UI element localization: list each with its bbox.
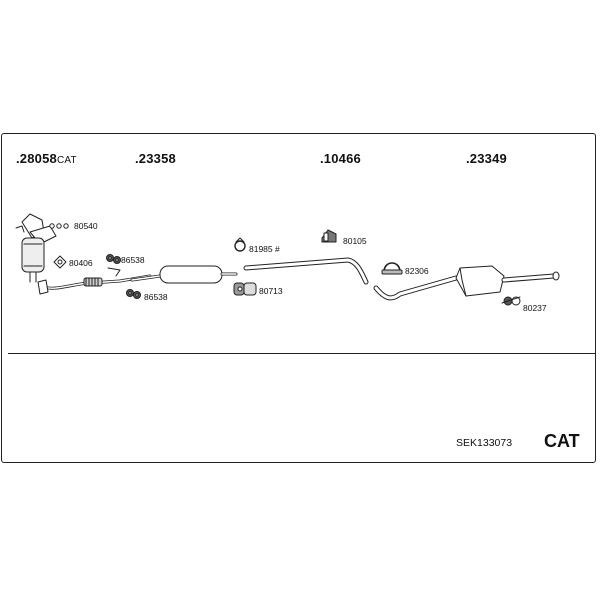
hardware-label-80237: 80237: [523, 303, 547, 313]
clamp-icon-82306: [381, 262, 403, 275]
set-id-label: SEK133073: [456, 437, 513, 449]
hardware-label-80105: 80105: [343, 236, 367, 246]
rubber-hanger-icon-80105: [321, 229, 337, 243]
hardware-label-80713: 80713: [259, 286, 283, 296]
section-divider: [8, 353, 596, 354]
intermediate-pipe-drawing: [243, 257, 369, 285]
part-number-rear-muffler: .23349: [466, 151, 507, 166]
cat-label: CAT: [544, 431, 580, 451]
hardware-label-80540: 80540: [74, 221, 98, 231]
hardware-label-81985: 81985 #: [249, 244, 280, 254]
hardware-label-82306: 82306: [405, 266, 429, 276]
part-number-front-pipe: .28058CAT: [16, 152, 77, 168]
hardware-label-86538-bottom: 86538: [144, 292, 168, 302]
front-pipe-drawing: [37, 267, 152, 295]
part-number-front-pipe-value: .28058: [16, 151, 57, 166]
rubber-hanger-icon-80237: [501, 296, 521, 306]
rubber-mount-icon-86538a: [106, 254, 121, 264]
clamp-ring-icon-81985: [234, 237, 246, 252]
center-muffler-drawing: [130, 265, 238, 284]
gasket-icon-80406: [53, 255, 67, 269]
rear-muffler-drawing: [373, 265, 560, 301]
hardware-label-80406: 80406: [69, 258, 93, 268]
rubber-mount-icon-86538b: [126, 289, 141, 299]
catalytic-converter-drawing: [15, 213, 57, 283]
rubber-hanger-icon-80713: [233, 282, 257, 296]
part-number-front-pipe-suffix: CAT: [56, 155, 77, 166]
part-number-center-muffler: .23358: [135, 151, 176, 166]
hardware-label-86538-top: 86538: [121, 255, 145, 265]
diagram-frame: [1, 133, 596, 463]
gasket-icon-80540: [49, 223, 69, 229]
part-number-intermediate-pipe: .10466: [320, 151, 361, 166]
